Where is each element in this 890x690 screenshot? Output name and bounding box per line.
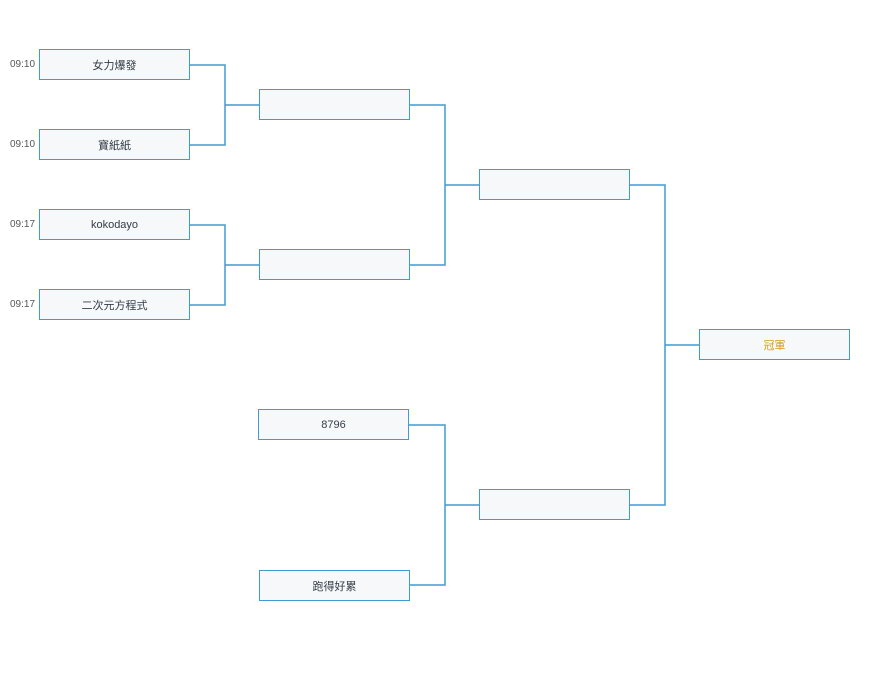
connector-r3 <box>630 184 666 506</box>
team-name: 二次元方程式 <box>81 299 148 312</box>
team-slot[interactable]: 8796 <box>258 409 409 440</box>
match-time: 09:17 <box>10 299 36 310</box>
team-slot[interactable] <box>479 169 630 200</box>
champion-label: 冠軍 <box>763 339 786 352</box>
team-slot[interactable] <box>479 489 630 520</box>
team-slot[interactable]: kokodayo <box>39 209 190 240</box>
team-name: 女力爆發 <box>92 59 137 72</box>
connector-r1-b <box>190 224 226 306</box>
connector-r2-b <box>409 424 446 586</box>
team-slot[interactable]: 跑得好累 <box>259 570 410 601</box>
team-slot[interactable] <box>259 249 410 280</box>
team-name: 跑得好累 <box>312 580 357 593</box>
team-slot[interactable]: 女力爆發 <box>39 49 190 80</box>
team-name: kokodayo <box>90 218 139 231</box>
connector-r2-a <box>410 104 446 266</box>
match-time: 09:10 <box>10 59 36 70</box>
team-slot[interactable]: 寶紙紙 <box>39 129 190 160</box>
team-slot[interactable] <box>259 89 410 120</box>
match-time: 09:10 <box>10 139 36 150</box>
champion-slot[interactable]: 冠軍 <box>699 329 850 360</box>
team-name: 寶紙紙 <box>98 139 131 152</box>
team-name: 8796 <box>321 418 346 431</box>
team-slot[interactable]: 二次元方程式 <box>39 289 190 320</box>
match-time: 09:17 <box>10 219 36 230</box>
connector-r1-a <box>190 64 226 146</box>
